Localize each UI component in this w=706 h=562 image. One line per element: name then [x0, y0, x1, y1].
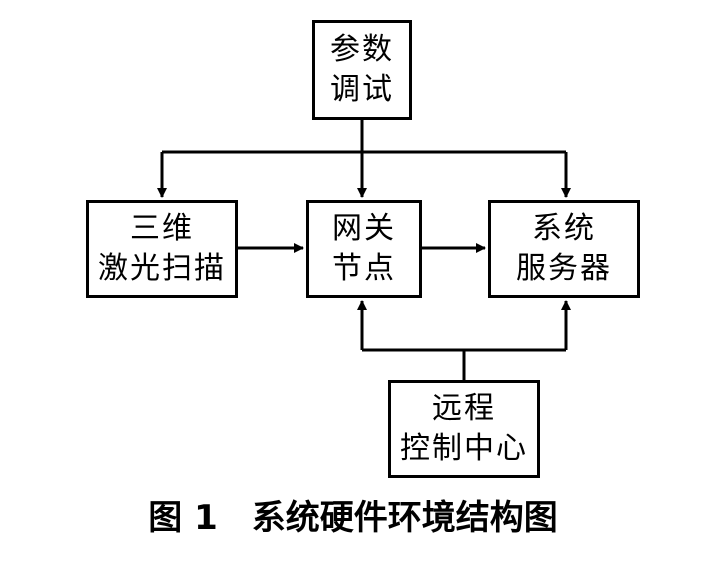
node-label-line: 服务器: [516, 251, 612, 286]
figure-caption: 图 1 系统硬件环境结构图: [148, 498, 558, 538]
node-remote-control: 远程 控制中心: [388, 380, 540, 478]
node-label-line: 节点: [332, 251, 396, 286]
node-label-line: 调试: [330, 72, 394, 107]
node-label-line: 远程: [432, 391, 496, 426]
node-label-line: 控制中心: [400, 431, 528, 466]
node-gateway: 网关 节点: [306, 200, 422, 298]
node-label-line: 三维: [130, 211, 194, 246]
node-label-line: 激光扫描: [98, 251, 226, 286]
node-label-line: 参数: [330, 32, 394, 67]
node-system-server: 系统 服务器: [488, 200, 640, 298]
node-param-tuning: 参数 调试: [312, 20, 412, 120]
node-laser-scanner: 三维 激光扫描: [86, 200, 238, 298]
node-label-line: 网关: [332, 211, 396, 246]
node-label-line: 系统: [532, 211, 596, 246]
